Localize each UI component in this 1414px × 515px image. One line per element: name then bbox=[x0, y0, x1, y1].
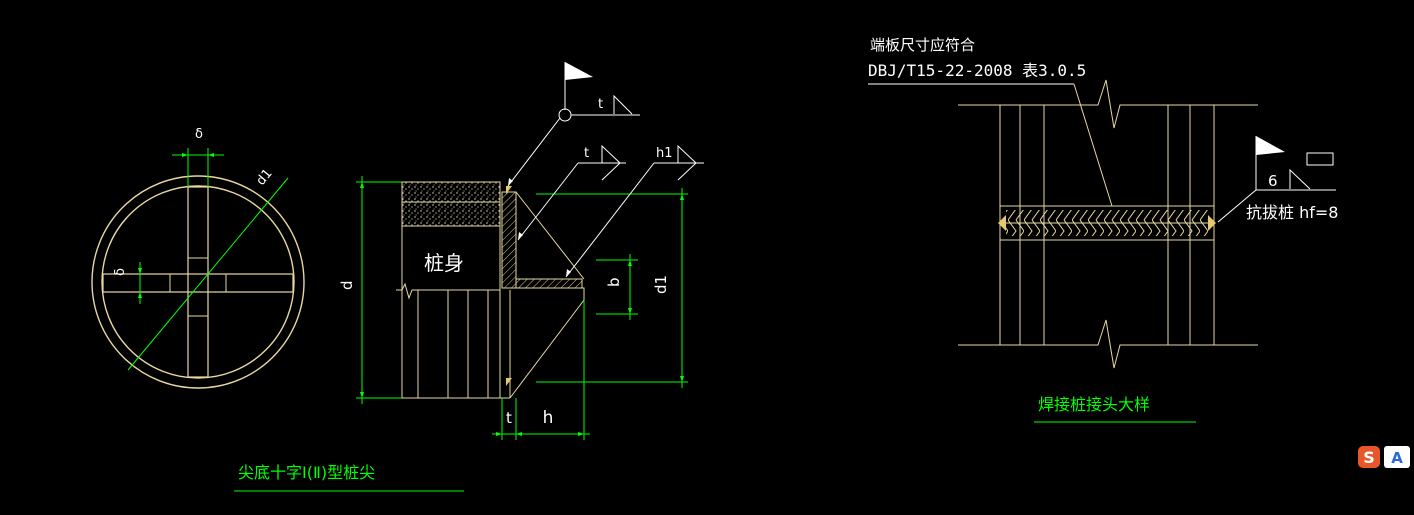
weld-note: 抗拔桩 hf=8 bbox=[1246, 203, 1338, 222]
pile-body-layer-2 bbox=[401, 201, 501, 227]
pile-body-label: 桩身 bbox=[424, 251, 464, 275]
bottom-break-line bbox=[958, 319, 1258, 369]
inner-circle bbox=[101, 185, 295, 379]
weld-size: 6 bbox=[1268, 172, 1278, 190]
weld-mark-bottom bbox=[506, 378, 512, 386]
weld-all-around-icon bbox=[558, 108, 572, 122]
dim-delta-top: δ bbox=[195, 127, 203, 142]
badge-left-letter: S bbox=[1363, 448, 1375, 467]
caption-pile-tip: 尖底十字Ⅰ(Ⅱ)型桩尖 bbox=[238, 463, 375, 482]
leader-line-h1 bbox=[565, 162, 655, 278]
tip-body-lines bbox=[401, 290, 511, 399]
note-line-1: 端板尺寸应符合 bbox=[870, 36, 975, 54]
leader-line-mid bbox=[517, 162, 579, 241]
note-line-2: DBJ/T15-22-2008 表3.0.5 bbox=[868, 61, 1086, 80]
weld-mark-left bbox=[998, 215, 1006, 231]
horizontal-plate bbox=[102, 273, 294, 293]
dim-h: h bbox=[543, 408, 554, 428]
weld-label-h1: h1 bbox=[656, 146, 673, 161]
badge-right-tile bbox=[1384, 446, 1410, 468]
input-method-badge[interactable]: S A bbox=[1358, 446, 1410, 468]
weld-flag-icon bbox=[565, 62, 593, 80]
dim-d: d bbox=[338, 280, 356, 290]
dim-d1: d1 bbox=[652, 275, 670, 294]
pile-tip-elevation-view: 桩身 d d1 b t bbox=[338, 62, 704, 440]
plate-b bbox=[515, 278, 583, 289]
note-leader bbox=[1073, 83, 1113, 207]
weld-box-icon bbox=[1306, 152, 1334, 166]
pile-tip-section-view: δ δ d1 bbox=[91, 127, 305, 389]
weld-mark-right bbox=[1208, 215, 1216, 231]
end-plate bbox=[501, 191, 517, 289]
vertical-plate bbox=[187, 186, 209, 378]
weld-joint-detail: 端板尺寸应符合 DBJ/T15-22-2008 表3.0.5 6 抗拔桩 hf=… bbox=[868, 36, 1338, 369]
badge-left-tile bbox=[1358, 446, 1380, 468]
outer-circle bbox=[91, 175, 305, 389]
dim-delta-side: δ bbox=[113, 268, 128, 276]
dim-b: b bbox=[605, 277, 623, 287]
top-break-line bbox=[958, 79, 1258, 129]
leader-line-right bbox=[1217, 189, 1257, 223]
leader-line-top bbox=[507, 117, 561, 187]
weld-label-t-mid: t bbox=[584, 146, 589, 161]
weld-flag-icon-right bbox=[1256, 136, 1285, 155]
pile-body-layer-1 bbox=[401, 181, 501, 203]
break-line bbox=[396, 282, 500, 300]
tip-upper-edge bbox=[515, 191, 585, 280]
weld-label-t-top: t bbox=[598, 97, 603, 112]
dim-t: t bbox=[506, 409, 512, 427]
dim-d1-diagonal: d1 bbox=[254, 166, 276, 188]
weld-mark-top bbox=[506, 186, 512, 194]
caption-weld-joint: 焊接桩接头大样 bbox=[1038, 395, 1150, 414]
tip-taper bbox=[509, 287, 585, 399]
badge-right-letter: A bbox=[1391, 449, 1403, 467]
